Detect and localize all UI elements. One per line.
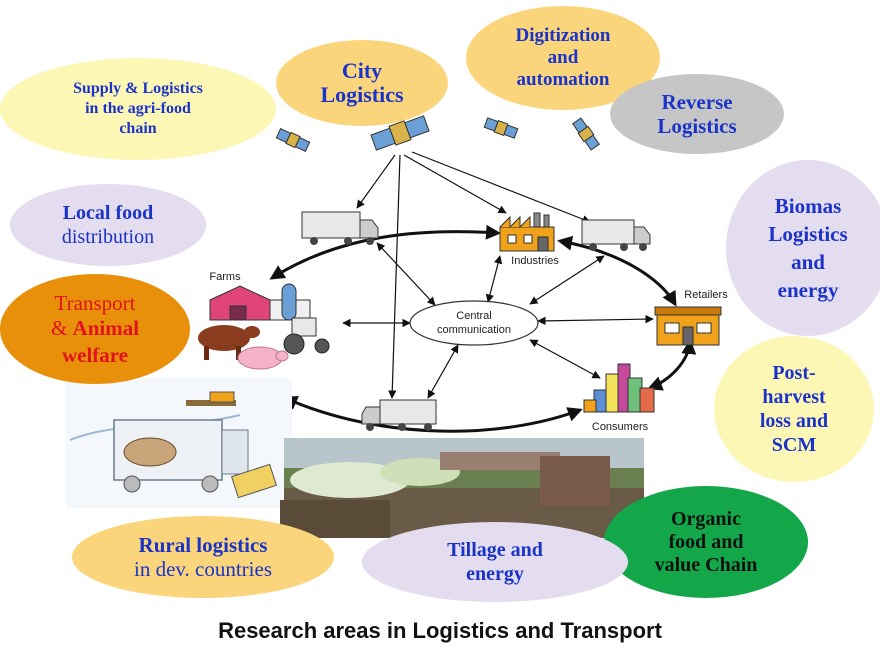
bubble-city-line-1: City (341, 58, 383, 83)
spoke-truck-right (529, 255, 605, 305)
bubble-organic-line-1: Organic (671, 507, 741, 530)
bubble-local-line-1: Local food (62, 202, 154, 224)
bubble-digitization-line-2: and (547, 47, 579, 68)
bubble-postharvest-line-4: SCM (771, 434, 817, 456)
svg-text:communication: communication (437, 324, 511, 336)
spoke-truck-bottom (427, 344, 459, 399)
spoke-consumers (529, 339, 601, 379)
bubble-biomas-logistics: Biomas Logistics and energy (726, 160, 880, 336)
satellite-icon (370, 115, 430, 151)
spoke-industries (485, 255, 503, 303)
arrow-sat-to-truck-bottom (388, 154, 401, 399)
arrow-sat-to-industries (403, 154, 507, 214)
cycle-arrow-right (647, 339, 697, 391)
spoke-truck-left (376, 242, 436, 306)
bubble-tillage-line-1: Tillage and (447, 539, 543, 561)
satellite-icon (275, 128, 311, 152)
central-label-1: Central (456, 310, 491, 322)
central-label-2: communication (437, 324, 511, 336)
bubble-transport-amp: & (50, 315, 73, 340)
truck-icon (361, 399, 437, 431)
bubble-rural-line-2: in dev. countries (133, 557, 273, 581)
bubble-biomas-line-3: and (791, 250, 825, 274)
cycle-arrow-top-left (269, 224, 501, 280)
cycle-arrow-bottom (282, 395, 583, 433)
svg-text:Central: Central (456, 310, 491, 322)
bubble-transport-animal-welfare: Transport & Animal welfare (0, 274, 190, 384)
bubble-supply-line-1: Supply & Logistics (73, 80, 203, 97)
bubble-postharvest-line-1: Post- (772, 362, 816, 384)
arrow-sat-to-truck (356, 154, 396, 209)
bubble-digitization-line-3: automation (516, 69, 610, 90)
diagram-caption: Research areas in Logistics and Transpor… (218, 618, 662, 643)
bubble-digitization-line-1: Digitization (515, 25, 611, 46)
spoke-retailers (537, 314, 654, 326)
industries-label: Industries (511, 255, 559, 267)
bubble-reverse-line-2: Logistics (657, 114, 737, 138)
bubble-postharvest: Post- harvest loss and SCM (714, 336, 874, 482)
bubble-city-line-2: Logistics (320, 82, 404, 107)
cow-icon (198, 325, 260, 360)
harvest-field-photo (280, 438, 644, 538)
bubble-transport-line-3: welfare (61, 342, 129, 367)
bubble-reverse-line-1: Reverse (661, 90, 733, 114)
bubble-rural-line-1: Rural logistics (138, 533, 268, 557)
arrow-sat-to-truck-right (411, 151, 591, 224)
animal-transport-sketch (66, 378, 292, 508)
bubble-organic-line-3: value Chain (654, 553, 758, 576)
bubble-transport-line-1: Transport (54, 290, 136, 315)
bubble-supply-line-2: in the agri-food (85, 100, 191, 117)
bubble-biomas-line-1: Biomas (774, 194, 842, 218)
bubble-postharvest-line-3: loss and (759, 410, 829, 432)
bubble-local-line-2: distribution (61, 226, 155, 248)
pig-icon (237, 346, 289, 370)
cycle-arrow-top-right (557, 235, 677, 307)
bubble-transport-line-2: Animal (72, 315, 140, 340)
consumers-label: Consumers (592, 421, 649, 433)
retailers-label: Retailers (684, 289, 728, 301)
bubble-city-logistics: City Logistics (276, 40, 448, 126)
bubble-local-food: Local food distribution (10, 184, 206, 266)
farm-barn-icon (209, 283, 311, 321)
tractor-icon (283, 317, 330, 355)
satellite-icon (483, 117, 519, 139)
retailers-shop-icon (654, 306, 722, 346)
bubble-reverse-logistics: Reverse Logistics (610, 74, 784, 154)
satellite-icon (572, 117, 600, 151)
bubble-tillage-line-2: energy (466, 563, 524, 585)
bubble-biomas-line-2: Logistics (768, 222, 848, 246)
industries-factory-icon (499, 212, 555, 252)
consumers-city-icon (583, 363, 655, 413)
bubble-rural-logistics: Rural logistics in dev. countries (72, 516, 334, 598)
bubble-organic-food: Organic food and value Chain (604, 486, 808, 598)
truck-icon (581, 219, 651, 251)
farms-label: Farms (209, 271, 241, 283)
truck-icon (301, 211, 379, 245)
bubble-organic-line-2: food and (668, 530, 744, 553)
bubble-postharvest-line-2: harvest (762, 386, 826, 408)
bubble-supply-line-3: chain (119, 120, 157, 137)
bubble-supply-logistics: Supply & Logistics in the agri-food chai… (0, 58, 276, 160)
central-communication-node (409, 300, 539, 346)
bubble-tillage-energy: Tillage and energy (362, 522, 628, 602)
bubble-biomas-line-4: energy (777, 278, 839, 302)
